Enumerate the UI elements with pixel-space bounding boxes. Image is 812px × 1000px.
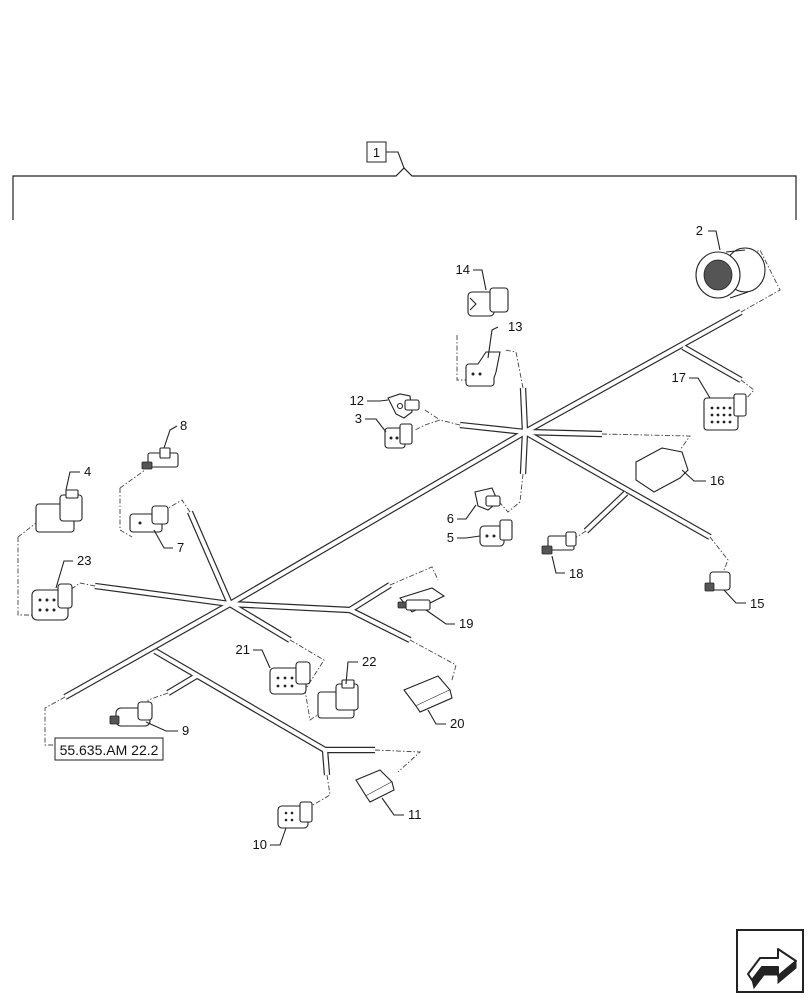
callout-7: 7 — [177, 540, 184, 555]
assembly-label: 1 — [373, 145, 380, 160]
callout-5: 5 — [447, 530, 454, 545]
callout-6: 6 — [447, 511, 454, 526]
connector-2 — [695, 247, 766, 299]
connector-5 — [479, 519, 513, 547]
connector-21 — [269, 661, 311, 695]
connector-8 — [141, 447, 179, 470]
assembly-label-box — [366, 141, 387, 163]
callout-17: 17 — [672, 370, 686, 385]
connector-10 — [277, 801, 313, 829]
cross-reference-box[interactable] — [54, 737, 164, 761]
callout-15: 15 — [750, 596, 764, 611]
callout-8: 8 — [180, 418, 187, 433]
callout-21: 21 — [236, 642, 250, 657]
connector-7 — [129, 505, 169, 533]
connector-6 — [474, 487, 501, 511]
callout-20: 20 — [450, 716, 464, 731]
callout-22: 22 — [362, 654, 376, 669]
callout-19: 19 — [459, 616, 473, 631]
harness-wires — [63, 309, 743, 776]
callout-16: 16 — [710, 473, 724, 488]
connector-3 — [384, 423, 413, 449]
cross-reference-label[interactable]: 55.635.AM 22.2 — [60, 742, 159, 758]
callout-13: 13 — [508, 319, 522, 334]
connector-14 — [467, 287, 509, 317]
callout-4: 4 — [84, 464, 91, 479]
assembly-bracket: 1 — [12, 141, 797, 220]
callout-18: 18 — [569, 566, 583, 581]
callout-12: 12 — [350, 393, 364, 408]
callout-23: 23 — [77, 553, 91, 568]
callout-labels: 2 14 13 12 3 17 16 6 5 18 15 8 7 4 23 19… — [77, 223, 764, 852]
callout-3: 3 — [355, 411, 362, 426]
connector-17 — [703, 393, 747, 431]
connector-18 — [541, 531, 577, 555]
connector-15 — [704, 571, 731, 592]
connector-9 — [109, 701, 153, 727]
next-page-arrow-icon[interactable] — [736, 929, 804, 993]
connector-22 — [317, 679, 359, 719]
connector-16 — [635, 447, 689, 493]
callout-9: 9 — [182, 723, 189, 738]
connector-20 — [403, 675, 453, 713]
connector-12 — [387, 393, 420, 419]
callout-leaders — [55, 230, 746, 846]
connector-13 — [465, 351, 501, 387]
cross-reference[interactable]: 55.635.AM 22.2 — [54, 737, 164, 761]
connector-11 — [355, 769, 395, 803]
connector-23 — [31, 583, 73, 621]
callout-10: 10 — [253, 837, 267, 852]
callout-14: 14 — [456, 262, 470, 277]
connector-19 — [397, 587, 446, 613]
callout-2: 2 — [696, 223, 703, 238]
connector-4 — [35, 489, 83, 533]
callout-11: 11 — [408, 807, 422, 822]
